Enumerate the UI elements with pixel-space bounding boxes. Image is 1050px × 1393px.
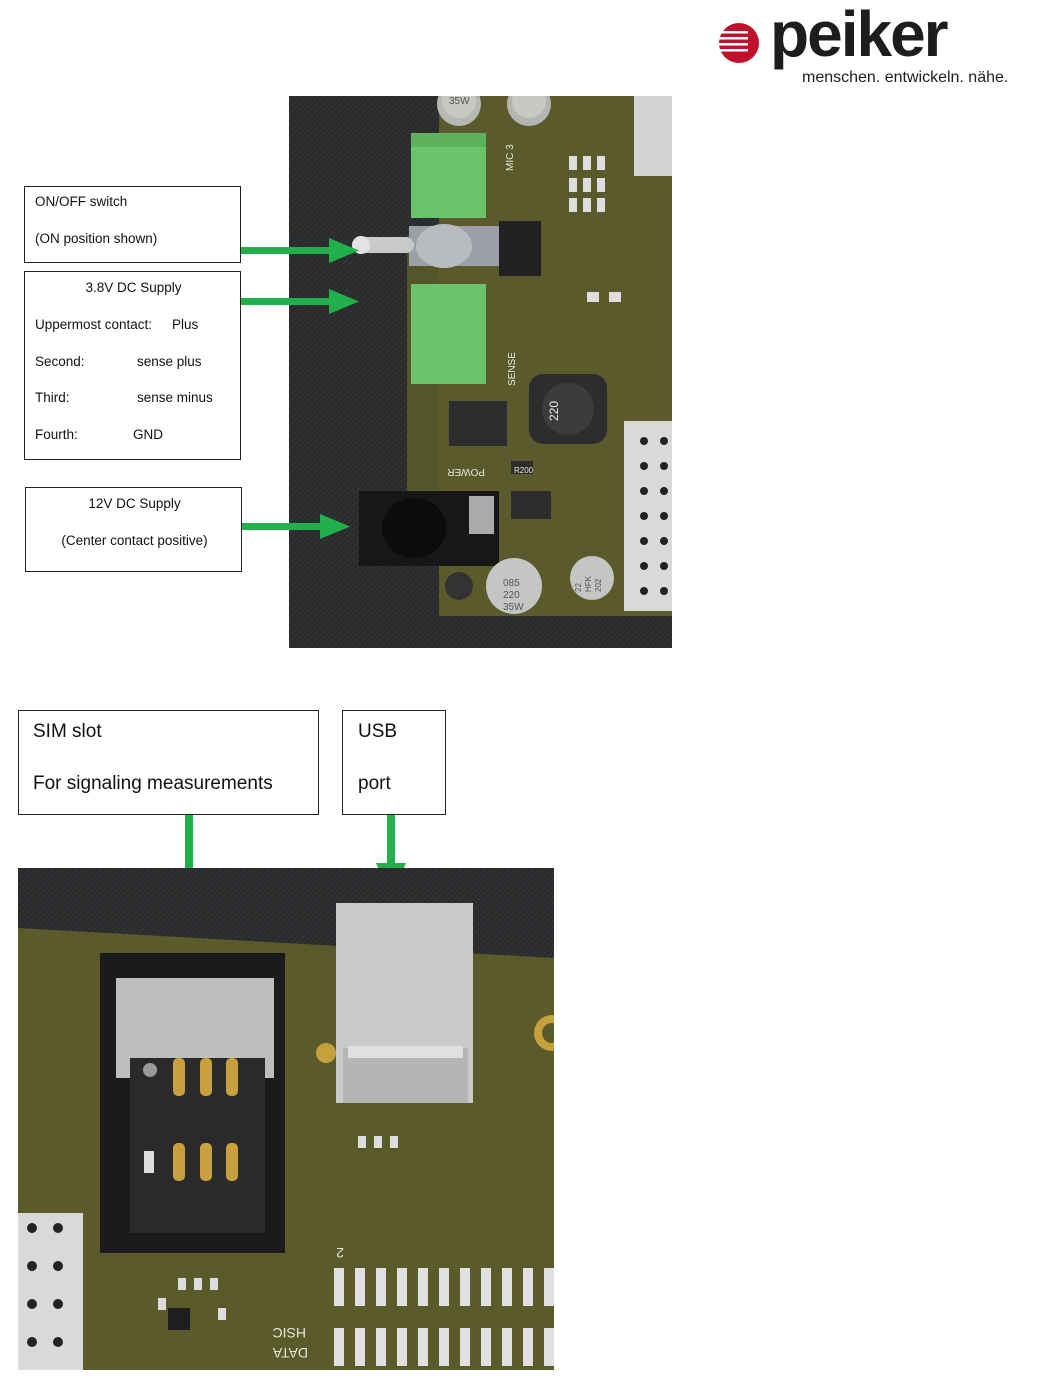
cap2-line1: 22	[574, 583, 583, 592]
data-label: DATA	[272, 1345, 308, 1361]
cap1-line3: 35W	[503, 602, 524, 613]
sim-title: SIM slot	[33, 721, 102, 742]
cap-top-label: 35W	[449, 96, 470, 107]
cap2-line2: HFK	[584, 575, 593, 592]
cap1-line1: 085	[503, 578, 520, 589]
supply-12v-title: 12V DC Supply	[88, 496, 181, 511]
brand-tagline: menschen. entwickeln. nähe.	[802, 69, 1009, 86]
supply-12v-note: (Center contact positive)	[61, 533, 208, 548]
sense-label: SENSE	[507, 352, 518, 386]
contact-2-label: Second:	[35, 354, 85, 369]
pin-2-label: 2	[336, 1245, 344, 1261]
peiker-logo-mark	[718, 22, 760, 64]
contact-1-value: Plus	[172, 317, 199, 332]
contact-1-label: Uppermost contact:	[35, 317, 153, 332]
onoff-note: (ON position shown)	[35, 231, 158, 246]
contact-3-label: Third:	[35, 390, 70, 405]
sim-usb-board-photo: HSIC DATA 2	[18, 868, 554, 1370]
usb-callout: USB port	[342, 710, 446, 815]
onoff-callout: ON/OFF switch (ON position shown)	[24, 186, 241, 263]
cap2-line3: 202	[594, 578, 603, 592]
cap1-line2: 220	[503, 590, 520, 601]
contact-3-value: sense minus	[137, 390, 213, 405]
power-board-photo: MIC 3 SENSE POWER R200 220 35W 085 220 3…	[289, 96, 672, 648]
mic-label: MIC 3	[505, 144, 516, 171]
resistor-label: R200	[514, 466, 534, 475]
onoff-arrow	[241, 238, 359, 263]
contact-2-value: sense plus	[137, 354, 202, 369]
power-label: POWER	[447, 466, 485, 477]
hsic-label: HSIC	[273, 1325, 306, 1341]
supply-12v-arrow	[242, 514, 350, 539]
sim-callout: SIM slot For signaling measurements	[18, 710, 319, 815]
brand-name: peiker	[770, 0, 949, 70]
supply-38v-callout: 3.8V DC Supply Uppermost contact: Plus S…	[24, 271, 241, 460]
supply-12v-callout: 12V DC Supply (Center contact positive)	[25, 487, 242, 572]
contact-4-label: Fourth:	[35, 427, 78, 442]
sim-note: For signaling measurements	[33, 773, 273, 794]
supply-38v-arrow	[241, 289, 359, 314]
onoff-title: ON/OFF switch	[35, 194, 128, 209]
usb-note: port	[358, 773, 391, 794]
supply-38v-title: 3.8V DC Supply	[85, 280, 182, 295]
contact-4-value: GND	[133, 427, 163, 442]
usb-title: USB	[358, 721, 398, 742]
inductor-label: 220	[547, 401, 561, 421]
